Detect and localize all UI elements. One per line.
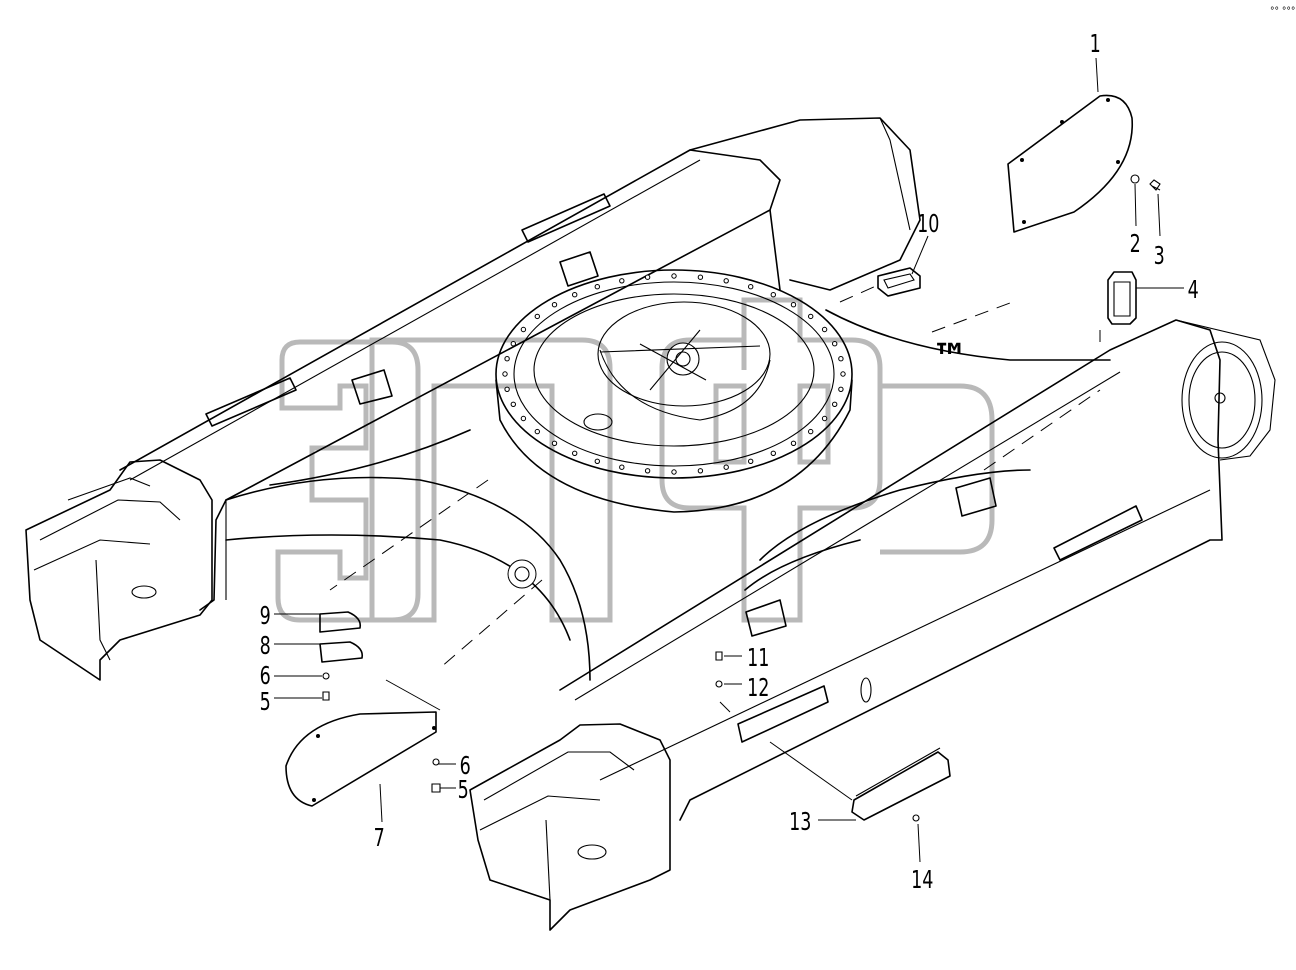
callout-9: 9 [260, 602, 271, 631]
ring-bolt-hole [821, 415, 828, 422]
watermark-logo: ™ [275, 297, 995, 623]
ring-bolt-hole [510, 341, 516, 347]
leader-lines [274, 57, 1184, 863]
ring-bolt-hole [697, 274, 704, 280]
ring-bolt-holes [502, 273, 846, 475]
ring-bolt-hole [770, 450, 776, 456]
callout-12: 12 [747, 674, 769, 703]
ring-bolt-hole [821, 326, 828, 333]
ring-bolt-hole [748, 458, 754, 464]
parts [285, 94, 1161, 822]
ring-bolt-hole [510, 401, 516, 407]
ring-bolt-hole [572, 450, 578, 456]
callout-labels: 1 2 3 4 5 5 6 6 7 8 9 10 11 12 13 14 °° … [260, 6, 1296, 895]
ring-bolt-hole [619, 464, 625, 470]
ring-bolt-hole [534, 313, 540, 320]
ring-bolt-hole [748, 284, 754, 290]
callout-6-left: 6 [260, 662, 271, 691]
ring-bolt-hole [534, 428, 540, 435]
corner-mark: °° °°° [1270, 6, 1295, 17]
ring-bolt-hole [838, 356, 844, 362]
ring-bolt-hole [790, 302, 797, 308]
pad-part-9 [319, 611, 362, 633]
ring-bolt-hole [551, 440, 558, 446]
callout-11: 11 [747, 644, 769, 673]
grommet-part-10 [877, 267, 921, 297]
callout-5-left: 5 [260, 688, 271, 717]
ring-bolt-hole [644, 468, 651, 474]
callout-1: 1 [1090, 30, 1101, 59]
callout-10: 10 [917, 210, 939, 239]
callout-14: 14 [911, 866, 933, 895]
callout-2: 2 [1130, 230, 1141, 259]
ring-bolt-hole [770, 292, 776, 298]
trademark-symbol: ™ [932, 336, 968, 382]
callout-13: 13 [789, 808, 811, 837]
ring-bolt-hole [504, 356, 510, 362]
ring-bolt-hole [644, 274, 651, 280]
ring-bolt-hole [832, 341, 838, 347]
callout-5-right: 5 [458, 776, 469, 805]
ring-bolt-hole [808, 428, 814, 435]
ring-bolt-hole [594, 284, 600, 290]
callout-3: 3 [1154, 242, 1165, 271]
ring-bolt-hole [697, 468, 704, 474]
callout-7: 7 [374, 824, 385, 853]
ring-bolt-hole [790, 440, 797, 446]
grommet-part-4 [1107, 271, 1137, 325]
ring-bolt-hole [502, 371, 508, 377]
cover-plate-part-1 [1007, 94, 1134, 233]
callout-8: 8 [260, 632, 271, 661]
track-frame [25, 117, 1276, 931]
washer-part-2 [1130, 174, 1140, 184]
ring-bolt-hole [671, 273, 677, 279]
step-part-13 [851, 751, 951, 821]
callout-4: 4 [1188, 276, 1199, 305]
ring-bolt-hole [723, 464, 729, 470]
bolt-part-3 [1149, 179, 1161, 191]
ring-bolt-hole [520, 415, 527, 422]
ring-bolt-hole [504, 386, 510, 392]
ring-bolt-hole [671, 469, 677, 475]
ring-bolt-hole [619, 278, 625, 284]
ring-bolt-hole [520, 326, 527, 333]
pad-part-8 [319, 641, 364, 663]
ring-bolt-hole [840, 371, 846, 377]
callout-6-right: 6 [460, 752, 471, 781]
ring-bolt-hole [572, 292, 578, 298]
ring-bolt-hole [551, 302, 558, 308]
cover-plate-part-7 [285, 711, 437, 807]
ring-bolt-hole [832, 401, 838, 407]
ring-bolt-hole [808, 313, 814, 320]
ring-bolt-hole [723, 278, 729, 284]
ring-bolt-hole [594, 458, 600, 464]
ring-bolt-hole [838, 386, 844, 392]
